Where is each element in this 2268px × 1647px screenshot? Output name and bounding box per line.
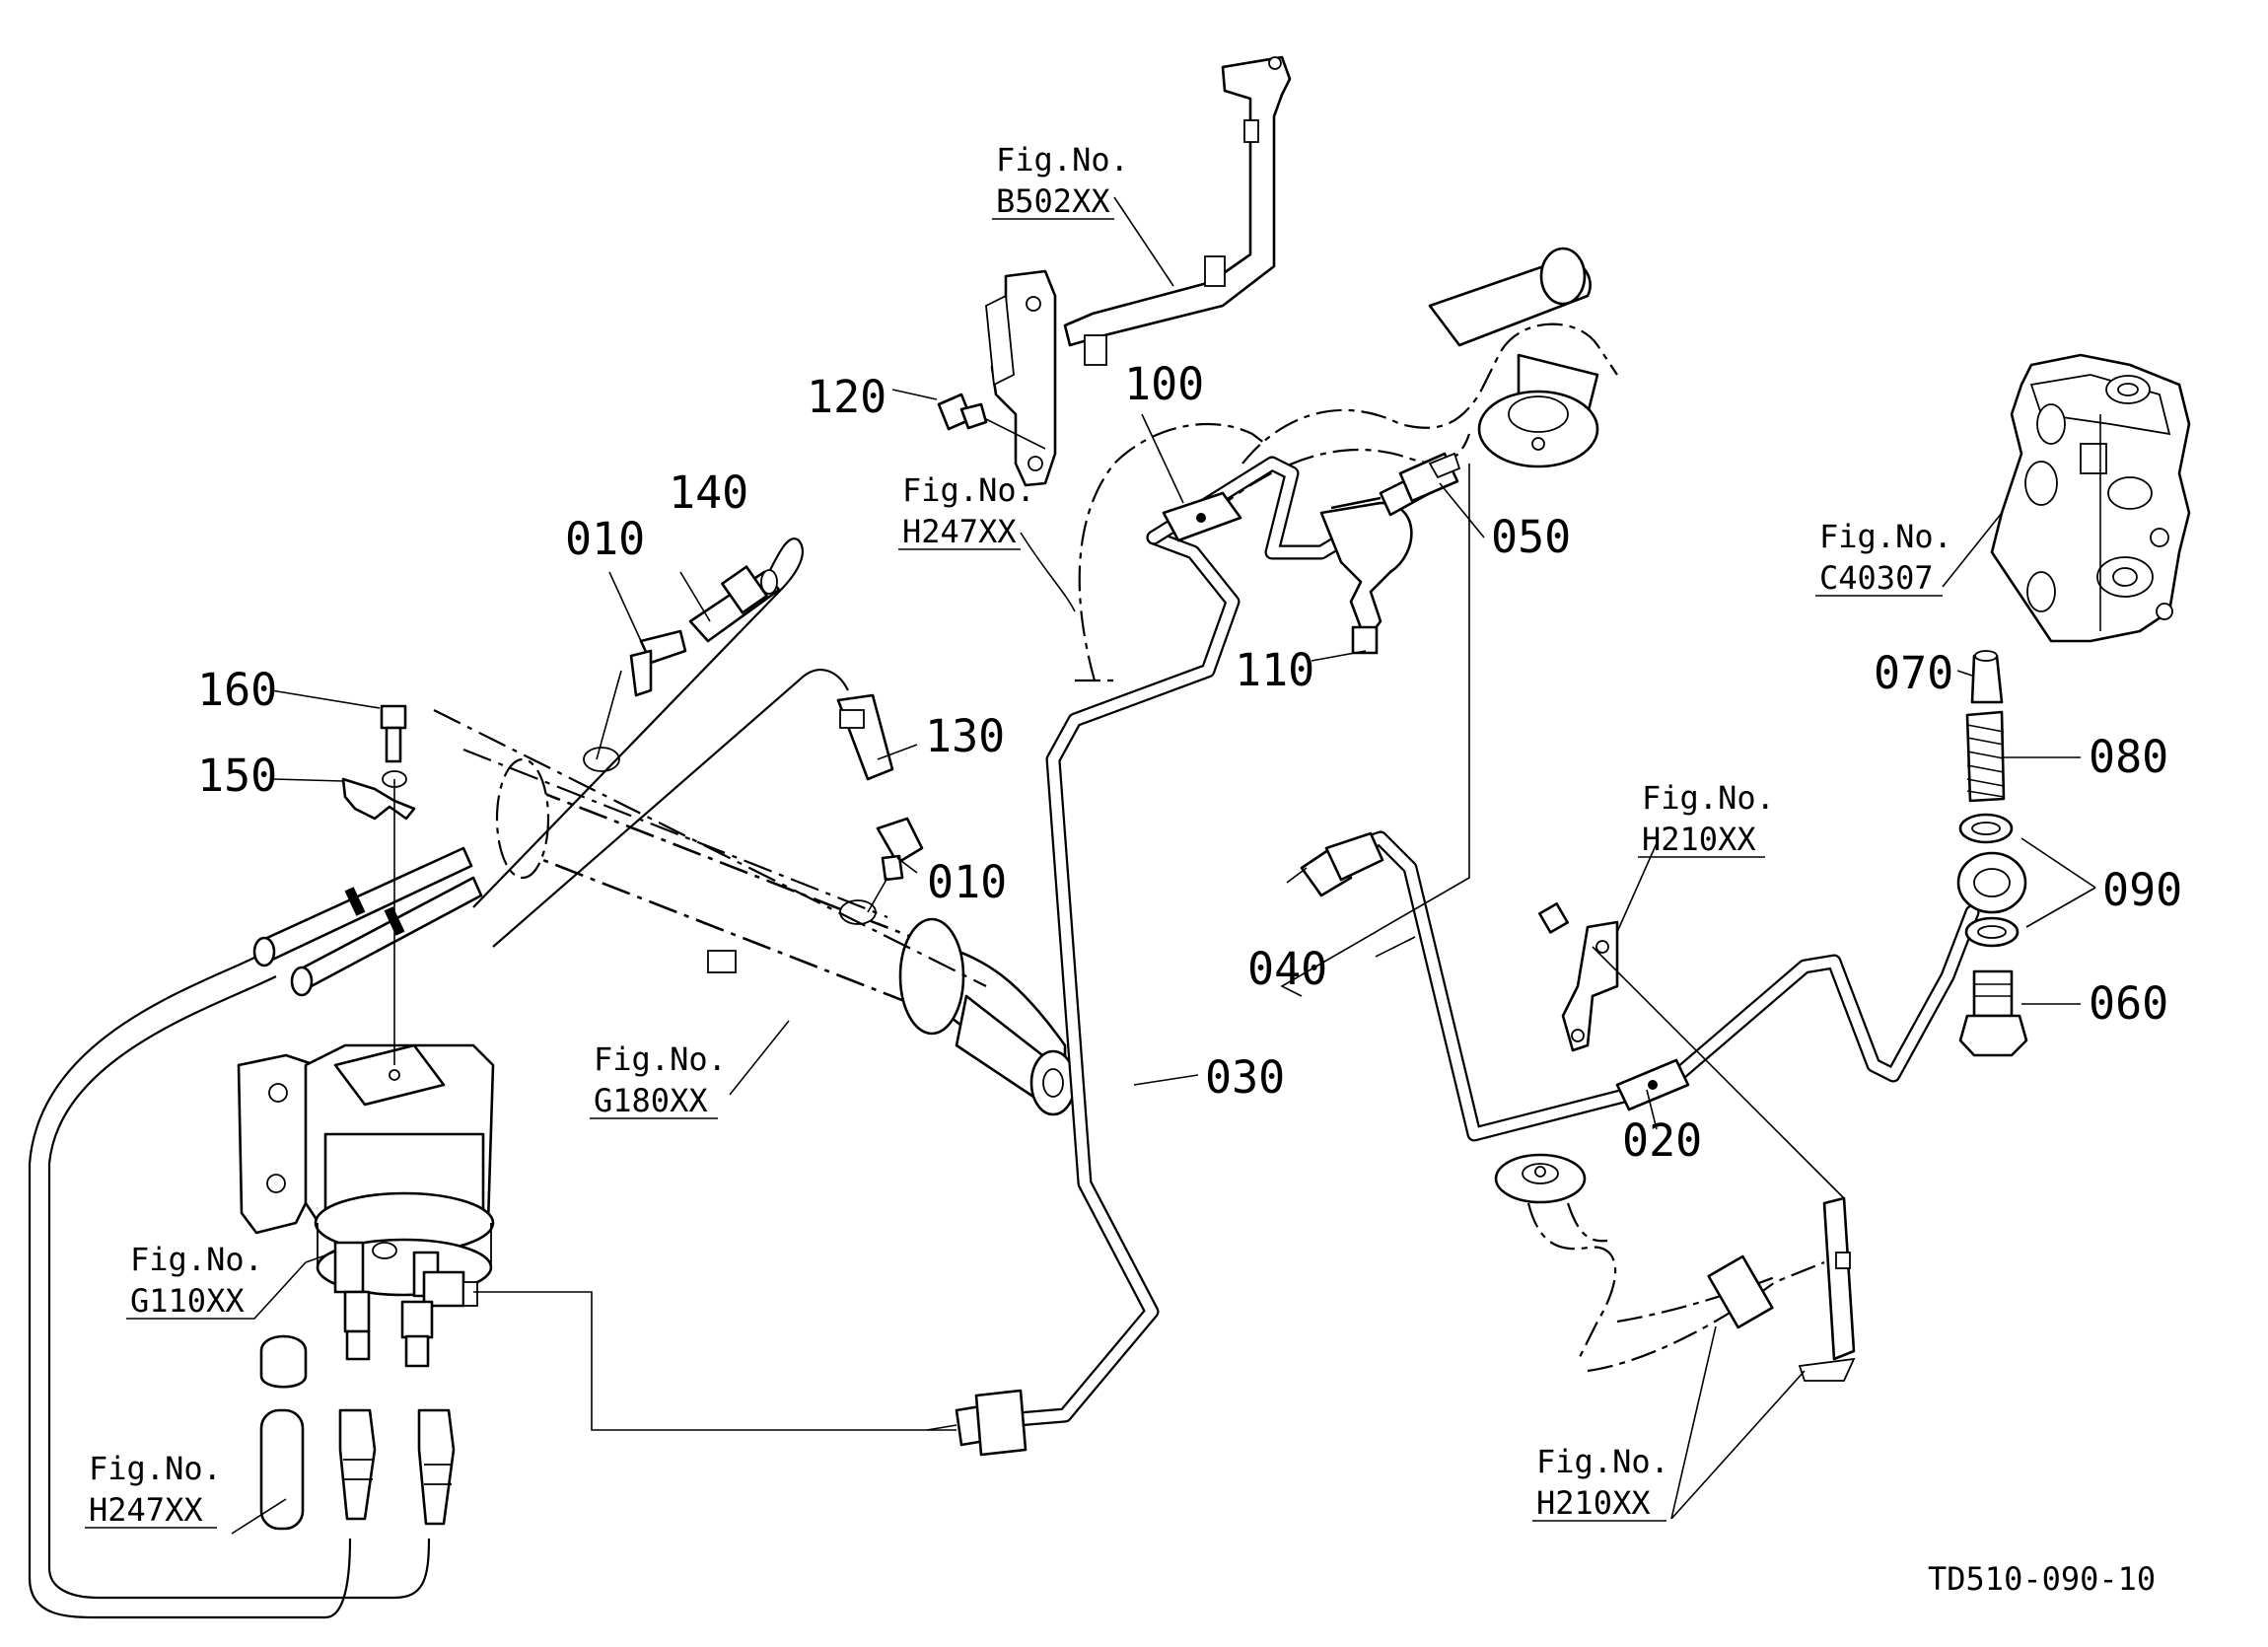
- spring-080: [1965, 710, 2006, 803]
- fig-ref-h210-lower-code: H210XX: [1536, 1484, 1651, 1522]
- part-label-160: 160: [197, 664, 277, 716]
- part-label-060: 060: [2089, 977, 2168, 1030]
- valve-block-c40307-drawing: [1990, 353, 2191, 643]
- part-label-100: 100: [1124, 358, 1204, 410]
- part-label-070: 070: [1874, 647, 1953, 699]
- fig-ref-g110-code: G110XX: [130, 1282, 245, 1320]
- fig-ref-h247-upper-code: H247XX: [902, 513, 1017, 550]
- bracket-b502-drawing: [985, 55, 1292, 487]
- part-label-150: 150: [197, 750, 277, 802]
- fig-ref-g180-code: G180XX: [594, 1082, 708, 1119]
- fig-ref-g110-label: Fig.No.: [130, 1241, 263, 1278]
- part-label-020: 020: [1622, 1114, 1702, 1167]
- part-label-050: 050: [1491, 511, 1571, 563]
- fitting-040-end: [1286, 831, 1384, 897]
- fitting-130: [836, 693, 894, 781]
- fig-ref-h247-upper-label: Fig.No.: [902, 471, 1035, 509]
- leader-lines: [231, 196, 2096, 1535]
- part-label-010-upper: 010: [565, 513, 645, 565]
- fig-ref-h210-upper-code: H210XX: [1642, 821, 1756, 858]
- drawing-code: TD510-090-10: [1928, 1560, 2156, 1598]
- part-label-110: 110: [1235, 644, 1314, 696]
- fitting-030-end: [473, 1291, 1028, 1457]
- clamp-110: [1319, 496, 1413, 655]
- fig-ref-c40307-label: Fig.No.: [1819, 518, 1952, 555]
- part-label-120: 120: [807, 371, 886, 423]
- fig-ref-h247-lower-code: H247XX: [89, 1491, 203, 1529]
- bolt-160: [380, 704, 407, 788]
- fig-ref-h210-lower-label: Fig.No.: [1536, 1443, 1669, 1480]
- part-label-140: 140: [669, 466, 748, 519]
- clip-150: [341, 777, 416, 1065]
- fig-ref-b502-label: Fig.No.: [996, 141, 1129, 179]
- fig-ref-h210-upper-label: Fig.No.: [1642, 779, 1775, 817]
- pipe-h210-bottom-drawing: [1494, 1153, 1856, 1382]
- fitting-010-lower: [867, 817, 924, 913]
- fitting-070: [1970, 650, 2004, 704]
- banjo-bolt-060: [1958, 969, 2028, 1057]
- part-label-080: 080: [2089, 731, 2168, 783]
- tube-upper-loop: [1146, 456, 1379, 560]
- fitting-010-upper: [596, 629, 687, 760]
- tube-030: [998, 530, 1240, 1428]
- tube-040-020: [1343, 830, 1980, 1142]
- part-number-labels: 010 010 020 030 040 050 060 070 080 090 …: [197, 358, 2182, 1167]
- fitting-140: [688, 565, 781, 643]
- steering-unit-g110-drawing: [237, 1043, 495, 1531]
- sleeve-020: [1592, 946, 1845, 1199]
- fig-ref-g180-label: Fig.No.: [594, 1040, 727, 1078]
- cylinder-g180-drawing: [433, 709, 1077, 1116]
- hose-ends-150-area: [252, 846, 483, 997]
- bracket-h210-upper-drawing: [1538, 902, 1619, 1052]
- fitting-050: [1280, 452, 1470, 997]
- part-label-040: 040: [1247, 943, 1327, 995]
- fig-ref-h247-lower-label: Fig.No.: [89, 1450, 222, 1487]
- sleeve-100: [1162, 491, 1242, 542]
- fig-ref-c40307-code: C40307: [1819, 559, 1934, 597]
- fig-ref-b502-code: B502XX: [996, 182, 1110, 220]
- part-label-090: 090: [2102, 864, 2182, 916]
- figure-reference-labels: Fig.No. B502XX Fig.No. H247XX Fig.No. C4…: [85, 141, 1952, 1529]
- hose-lines: [28, 537, 849, 1619]
- bolt-120: [937, 393, 1046, 450]
- washer-090: [1956, 813, 2027, 948]
- part-label-130: 130: [925, 710, 1005, 762]
- part-label-030: 030: [1205, 1051, 1285, 1104]
- part-label-010-lower: 010: [927, 856, 1007, 908]
